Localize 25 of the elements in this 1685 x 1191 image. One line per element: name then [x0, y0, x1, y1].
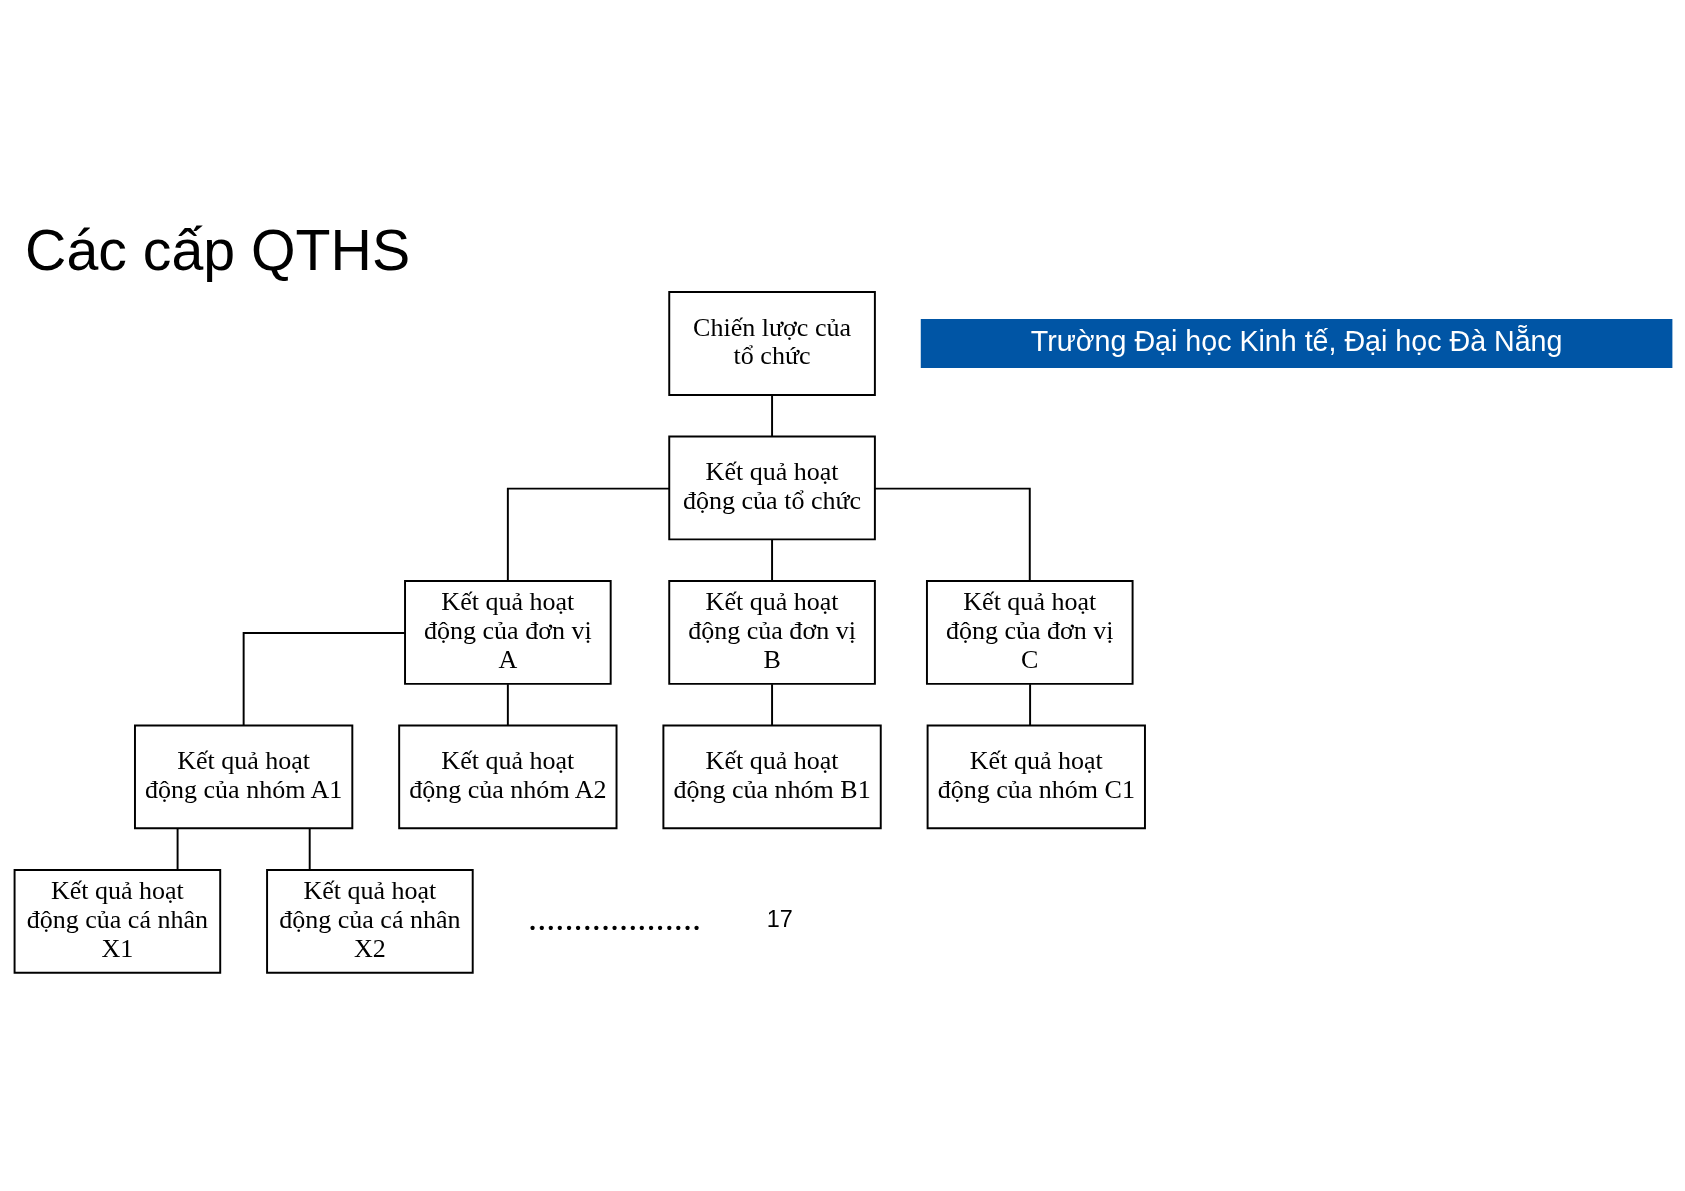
node-box: Kết quả hoạt động của đơn vị C: [925, 579, 1134, 685]
node-box: Kết quả hoạt động của nhóm C1: [926, 724, 1146, 829]
connector: [770, 393, 773, 437]
node-box: Kết quả hoạt động của đơn vị A: [403, 579, 612, 685]
connector: [770, 682, 773, 726]
node-box: Kết quả hoạt động của tổ chức: [667, 435, 876, 540]
node-box: Kết quả hoạt động của đơn vị B: [667, 579, 876, 685]
node-box: Kết quả hoạt động của cá nhân X1: [13, 868, 221, 974]
connector: [506, 682, 509, 726]
connector: [873, 487, 1031, 582]
node-box: Kết quả hoạt động của nhóm A1: [133, 724, 353, 829]
connector: [308, 827, 311, 870]
node-box: Kết quả hoạt động của cá nhân X2: [265, 868, 474, 974]
connector: [1028, 682, 1031, 726]
label: 17: [766, 905, 793, 932]
connector: [176, 827, 179, 870]
connector: [770, 538, 773, 582]
node-box: Kết quả hoạt động của nhóm A2: [397, 724, 617, 829]
node-box: Kết quả hoạt động của nhóm B1: [661, 724, 882, 829]
label: Trường Đại học Kinh tế, Đại học Đà Nẵng: [1030, 324, 1562, 357]
connector: [506, 487, 670, 582]
node-box: Chiến lược của tổ chức: [667, 290, 876, 396]
label: ...................: [527, 897, 701, 938]
connector: [242, 631, 406, 726]
diagram-title: Các cấp QTHS: [24, 217, 410, 282]
